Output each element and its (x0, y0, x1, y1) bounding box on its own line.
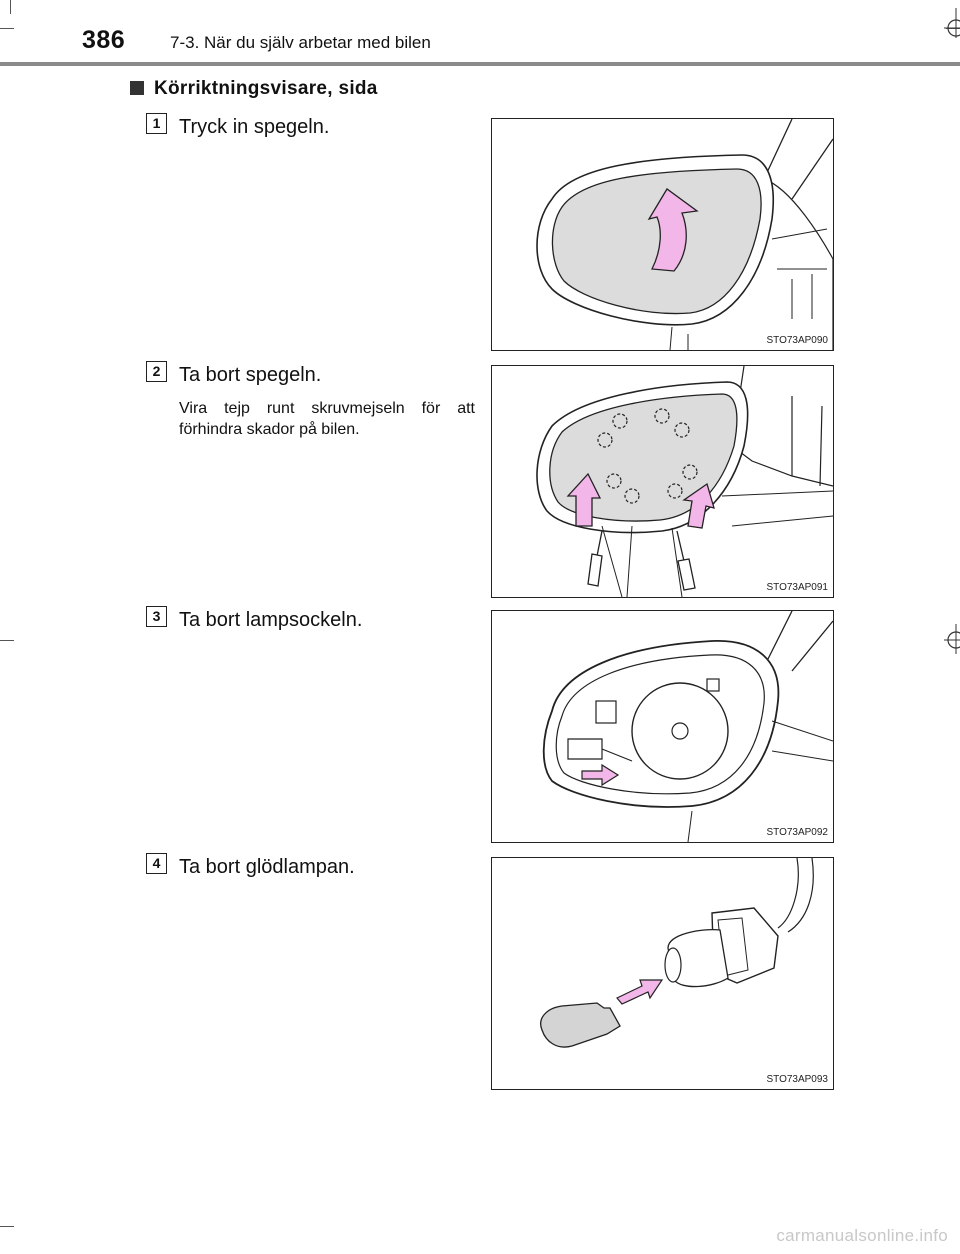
step-number-3: 3 (146, 606, 167, 627)
figure-code: STO73AP091 (766, 582, 828, 593)
chapter-title: 7-3. När du själv arbetar med bilen (170, 33, 431, 52)
step-note-2: Vira tejp runt skruvmejseln för att förh… (179, 400, 475, 438)
bulb-removal-illustration (540, 858, 814, 1048)
step-number-2: 2 (146, 361, 167, 382)
figure-code: STO73AP090 (766, 335, 828, 346)
figure-code: STO73AP093 (766, 1074, 828, 1085)
figure-push-mirror: STO73AP090 (491, 118, 834, 351)
crop-mark-bottom-left (0, 1226, 14, 1227)
registration-mark-top-icon (944, 8, 960, 38)
section-title: Körriktningsvisare, sida (130, 78, 378, 100)
step-number-4: 4 (146, 853, 167, 874)
crop-mark-mid-left (0, 640, 14, 641)
step-text-1: Tryck in spegeln. (179, 116, 330, 138)
mirror-removal-illustration (536, 366, 833, 597)
figure-code: STO73AP092 (766, 827, 828, 838)
step-text-4: Ta bort glödlampan. (179, 856, 355, 878)
registration-mark-middle-icon (944, 624, 960, 654)
figure-remove-socket: STO73AP092 (491, 610, 834, 843)
crop-mark-top-left (10, 0, 11, 14)
figure-remove-bulb: STO73AP093 (491, 857, 834, 1090)
square-bullet-icon (130, 81, 144, 95)
step-number-1: 1 (146, 113, 167, 134)
page-number: 386 (82, 26, 126, 54)
step-text-3: Ta bort lampsockeln. (179, 609, 363, 631)
section-title-text: Körriktningsvisare, sida (154, 78, 378, 99)
crop-mark-top-left-h (0, 28, 14, 29)
watermark-text: carmanualsonline.info (776, 1226, 948, 1245)
step-text-2: Ta bort spegeln. (179, 364, 322, 386)
mirror-push-illustration (536, 119, 833, 350)
socket-removal-illustration (542, 611, 833, 842)
header-rule (0, 62, 960, 66)
figure-remove-mirror: STO73AP091 (491, 365, 834, 598)
